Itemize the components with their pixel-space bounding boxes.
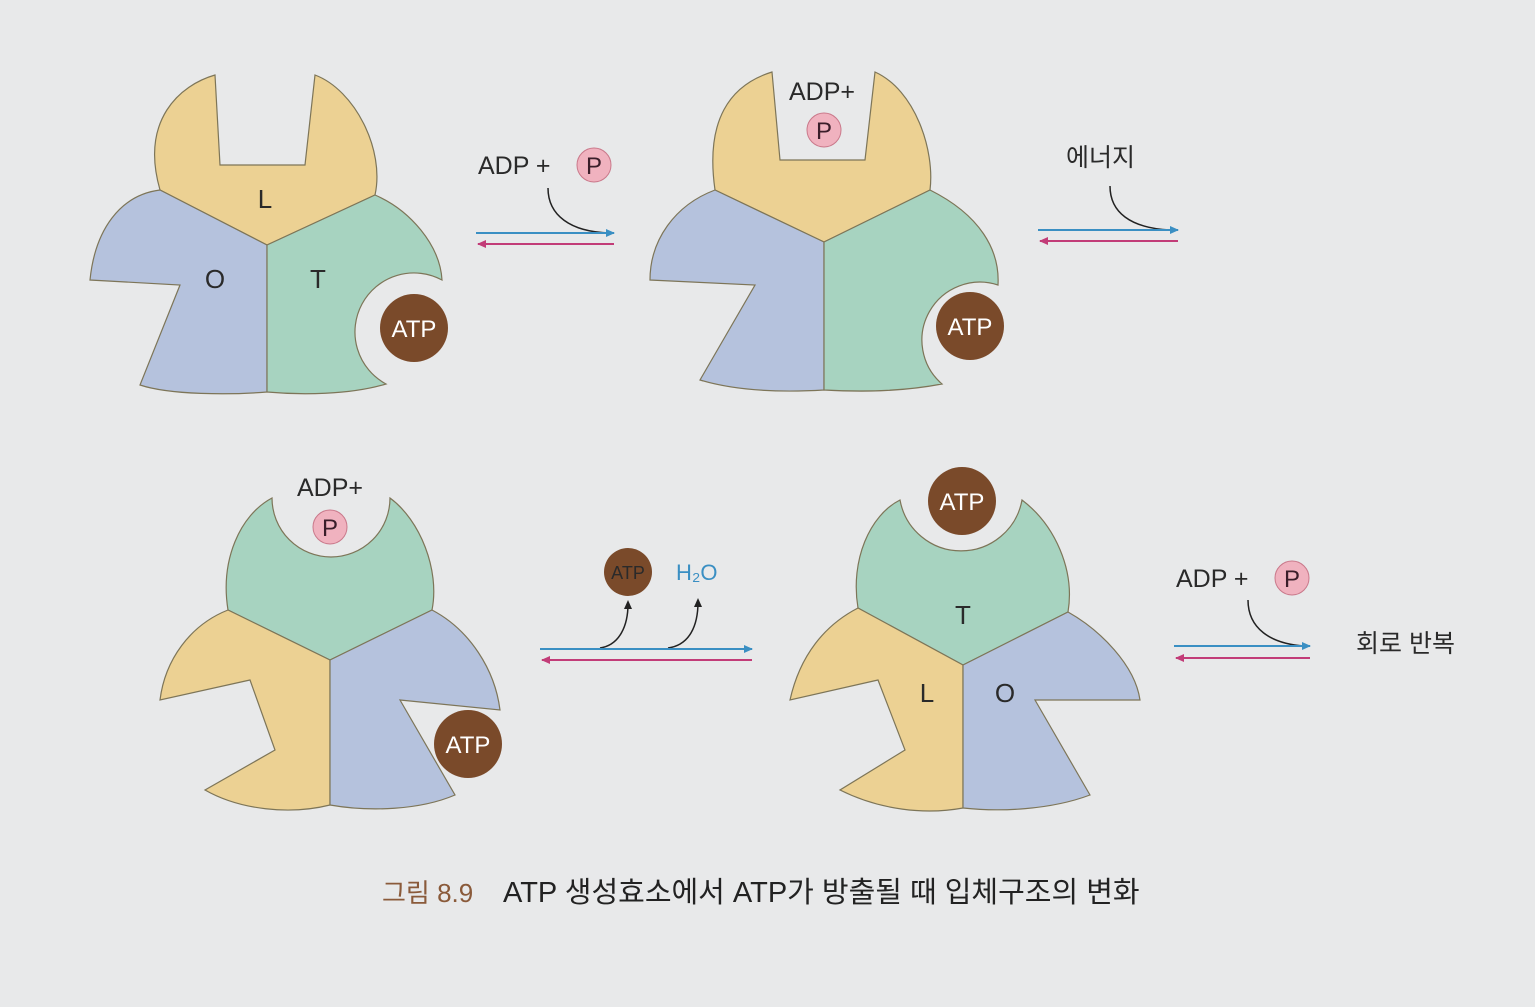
arrow-1: ADP + P <box>476 147 615 248</box>
arrow-4-phosphate-label: P <box>1284 566 1300 593</box>
panel-c-tight-subunit <box>225 496 435 661</box>
panel-a-label-loose: L <box>258 184 272 214</box>
panel-d-atp-label: ATP <box>940 489 985 516</box>
panel-c-phosphate-label: P <box>322 515 338 542</box>
panel-d-label-tight: T <box>955 600 971 630</box>
arrow-4-curve <box>1247 599 1306 647</box>
panel-a-label-open: O <box>205 264 225 294</box>
panel-c-atp-molecule <box>434 710 502 778</box>
panel-d-loose-subunit <box>789 607 964 812</box>
panel-a-loose-subunit <box>154 74 378 246</box>
arrow-4: ADP + P 회로 반복 <box>1174 560 1455 662</box>
caption-number: 그림 8.9 <box>382 878 473 908</box>
panel-b-phosphate <box>806 112 842 148</box>
figure-caption: 그림 8.9 ATP 생성효소에서 ATP가 방출될 때 입체구조의 변화 <box>382 876 1140 909</box>
panel-c-open-subunit <box>329 609 501 810</box>
panel-d: T L O ATP <box>789 467 1141 812</box>
panel-a-label-tight: T <box>310 264 326 294</box>
panel-d-tight-subunit <box>855 498 1070 666</box>
arrow-1-phosphate-label: P <box>586 153 602 180</box>
caption-text: ATP 생성효소에서 ATP가 방출될 때 입체구조의 변화 <box>503 876 1140 909</box>
panel-b-phosphate-label: P <box>816 118 832 145</box>
panel-b-adp-label: ADP+ <box>789 78 855 106</box>
arrow-3: ATP H₂O <box>540 548 753 664</box>
arrow-2-curve <box>1109 185 1171 231</box>
arrow-4-phosphate <box>1274 560 1310 596</box>
panel-a: L O T ATP <box>89 74 448 395</box>
arrow-3-atp-release-curve <box>599 600 632 649</box>
arrow-3-water-release-curve <box>667 598 702 649</box>
panel-d-released-atp <box>928 467 996 535</box>
panel-c: ADP+ P ATP <box>159 474 502 811</box>
panel-c-adp-label: ADP+ <box>297 474 363 502</box>
arrow-1-phosphate <box>576 147 612 183</box>
panel-b-atp-molecule <box>936 292 1004 360</box>
panel-c-atp-label: ATP <box>446 732 491 759</box>
panel-a-tight-subunit <box>266 194 443 395</box>
arrow-2: 에너지 <box>1038 144 1179 245</box>
panel-c-phosphate <box>312 509 348 545</box>
panel-b-open-subunit <box>649 189 825 392</box>
panel-b: ADP+ P ATP <box>649 71 1004 392</box>
arrow-3-atp-label: ATP <box>611 563 645 583</box>
arrow-4-label: ADP + <box>1176 565 1249 593</box>
arrow-3-atp-molecule <box>604 548 652 596</box>
arrow-1-curve <box>547 187 611 234</box>
panel-d-label-loose: L <box>920 678 934 708</box>
panel-b-atp-label: ATP <box>948 314 993 341</box>
arrow-2-label: 에너지 <box>1066 144 1135 172</box>
panel-b-loose-subunit <box>712 71 932 243</box>
panel-c-loose-subunit <box>159 609 331 811</box>
panel-d-open-subunit <box>962 611 1141 811</box>
panel-a-atp-label: ATP <box>392 316 437 343</box>
panel-a-atp-molecule <box>380 294 448 362</box>
panel-a-open-subunit <box>89 189 268 395</box>
cycle-repeat-label: 회로 반복 <box>1356 630 1455 658</box>
arrow-3-water-label: H₂O <box>676 560 718 585</box>
arrow-1-label: ADP + <box>478 152 551 180</box>
panel-b-tight-subunit <box>823 189 999 392</box>
panel-d-label-open: O <box>995 678 1015 708</box>
